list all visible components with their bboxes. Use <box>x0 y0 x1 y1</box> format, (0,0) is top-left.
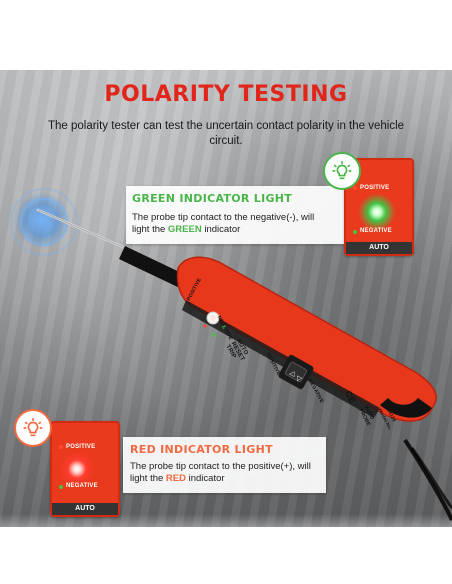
page-title: POLARITY TESTING <box>104 82 348 107</box>
green-callout-text: The probe tip contact to the negative(-)… <box>132 212 332 236</box>
negative-dot <box>59 485 63 489</box>
negative-dot <box>353 230 357 234</box>
positive-dot <box>353 186 357 190</box>
lightbulb-icon <box>23 418 43 437</box>
green-panel-auto: AUTO <box>346 242 412 254</box>
lightbulb-icon <box>332 161 352 180</box>
probe-tip-ring-outer <box>10 188 78 256</box>
red-callout-title: RED INDICATOR LIGHT <box>130 443 273 456</box>
green-callout-text-after: indicator <box>201 224 241 235</box>
red-callout-box <box>123 437 326 493</box>
red-indicator-panel: POSITIVE NEGATIVE AUTO <box>50 421 120 517</box>
bottom-fade <box>0 514 452 584</box>
red-callout-highlight: RED <box>165 473 186 484</box>
green-callout-title: GREEN INDICATOR LIGHT <box>132 192 293 205</box>
top-header-band <box>0 0 452 70</box>
red-panel-auto: AUTO <box>52 503 118 515</box>
green-callout-highlight: GREEN <box>167 224 202 235</box>
green-lightbulb-badge <box>323 152 361 190</box>
red-callout-text: The probe tip contact to the positive(+)… <box>130 461 320 485</box>
green-callout-text-before: The probe tip contact to the negative(-)… <box>132 212 315 235</box>
positive-dot <box>59 445 63 449</box>
page-subtitle: The polarity tester can test the uncerta… <box>47 120 405 147</box>
green-callout-box <box>126 186 344 244</box>
red-lightbulb-badge <box>14 409 52 447</box>
red-panel-positive: POSITIVE <box>66 444 96 450</box>
green-panel-negative: NEGATIVE <box>360 228 392 234</box>
red-callout-text-before: The probe tip contact to the positive(+)… <box>130 461 311 484</box>
red-panel-negative: NEGATIVE <box>66 483 98 489</box>
green-panel-positive: POSITIVE <box>360 185 390 191</box>
red-callout-text-after: indicator <box>185 473 225 484</box>
red-led-glow <box>60 452 94 486</box>
green-led-glow <box>359 194 395 230</box>
